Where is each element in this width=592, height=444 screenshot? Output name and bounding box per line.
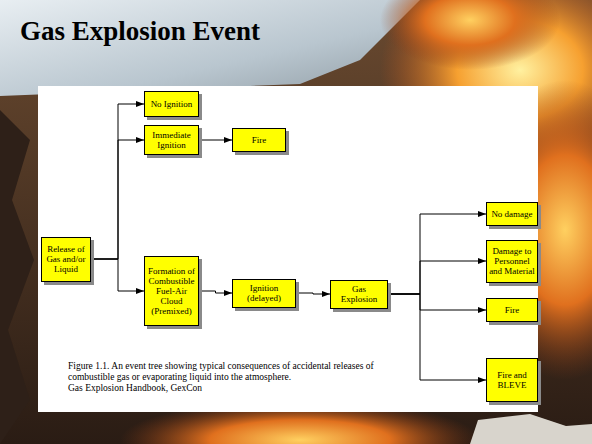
event-arrow bbox=[388, 294, 486, 380]
event-box: Formation of Combustible Fuel-Air Cloud … bbox=[144, 256, 199, 326]
house-silhouette bbox=[470, 414, 592, 444]
box-text: Fire bbox=[252, 135, 267, 145]
flame bbox=[380, 0, 560, 70]
event-arrow bbox=[388, 261, 486, 294]
event-arrow bbox=[296, 293, 330, 294]
event-arrow bbox=[91, 259, 144, 291]
event-box: Fire and BLEVE bbox=[486, 358, 538, 402]
tree-silhouette bbox=[0, 110, 34, 444]
event-box: Damage to Personnel and Material bbox=[486, 240, 538, 283]
event-box: Immediate Ignition bbox=[144, 125, 199, 155]
event-box: Release of Gas and/or Liquid bbox=[41, 237, 91, 282]
source-note: Gas Explosion Handbook, GexCon bbox=[68, 383, 202, 394]
box-text: No damage bbox=[491, 209, 532, 219]
event-arrow bbox=[91, 104, 144, 259]
box-text: Damage to Personnel and Material bbox=[489, 246, 535, 276]
figure-panel bbox=[38, 86, 538, 412]
event-box: Fire bbox=[232, 128, 286, 152]
event-arrow bbox=[199, 140, 232, 141]
box-text: Fire and BLEVE bbox=[489, 370, 535, 390]
event-arrow bbox=[199, 291, 232, 293]
sky bbox=[0, 0, 420, 96]
box-text: Formation of Combustible Fuel-Air Cloud … bbox=[147, 266, 196, 316]
event-arrow bbox=[388, 294, 486, 310]
box-text: Fire bbox=[505, 305, 520, 315]
box-text: Release of Gas and/or Liquid bbox=[44, 244, 88, 274]
event-arrow bbox=[91, 140, 144, 259]
event-box: Ignition (delayed) bbox=[232, 279, 296, 308]
slide-title: Gas Explosion Event bbox=[20, 16, 260, 47]
event-box: No Ignition bbox=[144, 91, 199, 117]
event-box: Gas Explosion bbox=[330, 280, 388, 309]
box-text: Gas Explosion bbox=[333, 284, 385, 304]
box-text: Immediate Ignition bbox=[147, 130, 196, 150]
figure-caption: Figure 1.1. An event tree showing typica… bbox=[68, 361, 408, 383]
event-box: No damage bbox=[486, 202, 538, 226]
event-arrow bbox=[388, 214, 486, 294]
box-text: Ignition (delayed) bbox=[235, 283, 293, 303]
box-text: No Ignition bbox=[151, 99, 193, 109]
event-box: Fire bbox=[486, 298, 538, 322]
